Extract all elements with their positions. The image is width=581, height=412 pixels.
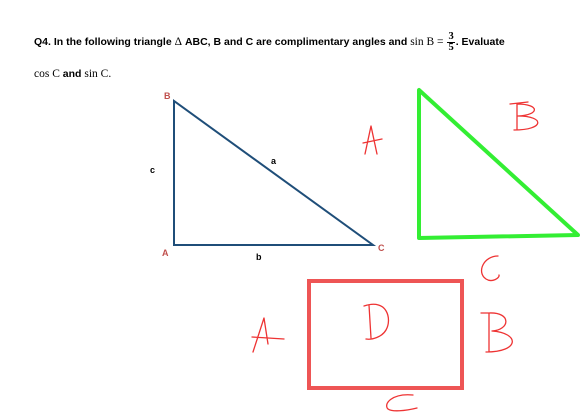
question-line-1: Q4. In the following triangle Δ ABC, B a…	[34, 26, 574, 58]
handwritten-a-left	[251, 317, 285, 353]
right-triangle: B A C a b c	[150, 91, 385, 262]
handwritten-c-right	[481, 255, 500, 282]
question-number: Q4.	[34, 36, 51, 48]
vertex-label-c: C	[378, 243, 385, 253]
handwritten-c-bottom	[386, 394, 418, 412]
triangle-name: ABC,	[184, 36, 211, 48]
question-text-before: In the following triangle	[53, 36, 172, 48]
triangle-symbol: Δ	[174, 36, 183, 48]
cos-c-expression: cos C	[34, 68, 60, 80]
vertex-label-b: B	[164, 91, 171, 101]
handwritten-b-top	[509, 101, 539, 131]
handwritten-a-top	[362, 125, 383, 155]
red-rectangle-outline	[307, 279, 464, 390]
vertex-label-a: A	[162, 248, 169, 258]
question-text-after: . Evaluate	[455, 36, 505, 48]
fraction-numerator: 3	[447, 30, 455, 43]
sin-c-expression: sin C.	[84, 68, 112, 80]
sin-expression: sin B =	[410, 36, 444, 48]
question-text: Q4. In the following triangle Δ ABC, B a…	[34, 26, 574, 90]
and-word: and	[62, 68, 82, 80]
triangle-abc-outline	[173, 99, 377, 246]
side-label-c: c	[150, 165, 155, 175]
handwritten-d-center	[363, 303, 390, 340]
side-label-a: a	[271, 156, 277, 166]
green-triangle-outline	[417, 88, 580, 240]
handwritten-b-right	[480, 312, 513, 353]
fraction: 3 5	[447, 30, 455, 53]
question-line-2: cos C and sin C.	[34, 58, 574, 90]
green-triangle-annotation	[417, 88, 580, 240]
red-rectangle-annotation	[307, 279, 464, 390]
fraction-denominator: 5	[448, 41, 454, 53]
side-label-b: b	[256, 252, 262, 262]
question-text-middle: B and C are complimentary angles and	[213, 36, 408, 48]
